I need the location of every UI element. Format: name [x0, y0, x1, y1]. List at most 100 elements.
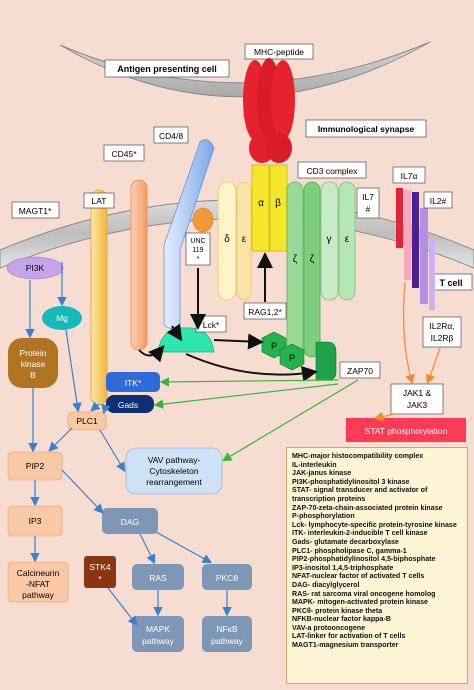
mapk-label-2: pathway: [142, 636, 174, 646]
epsilon-right-label: ε: [345, 234, 350, 245]
legend-entry: transcription proteins: [292, 494, 366, 503]
legend-entry: MAGT1-magnesium transporter: [292, 641, 399, 650]
arrow-gads-plc1: [101, 403, 111, 415]
lck-label: Lck*: [203, 320, 220, 330]
il2r-label-2: IL2Rβ: [431, 333, 454, 343]
pi3k-label: PI3K: [26, 263, 45, 273]
legend-entry: PLC1- phospholipase C, gamma-1: [292, 546, 407, 555]
zeta1-label: ζ: [293, 254, 298, 265]
il7-label-box: [356, 187, 380, 219]
mhc-label-box: [244, 43, 314, 60]
jak-label-2: JAK3: [407, 400, 428, 410]
cd3-zeta-chain-1: [286, 181, 304, 358]
cd45-receptor: [130, 179, 148, 351]
arrow-lck-p: [213, 333, 264, 350]
mg-node: [42, 306, 82, 330]
magt1-label: MAGT1*: [19, 206, 52, 216]
legend-entry: ZAP-70-zeta-chain-associated protein kin…: [292, 503, 443, 512]
legend-entry: NFKB-nuclear factor kappa-B: [292, 615, 391, 624]
legend-entry: ITK- interleukin-2-inducible T cell kina…: [292, 529, 428, 538]
cd3-epsilon-chain-left: [236, 181, 252, 301]
il2-receptor-lilac: [429, 240, 435, 310]
pkb-label-2: kinase: [21, 359, 46, 369]
mapk-box: [132, 616, 184, 652]
il7a-receptor: [412, 192, 419, 288]
apc-label: Antigen presenting cell: [117, 64, 217, 74]
legend-entry: VAV-a protooncogene: [292, 623, 366, 632]
calcineurin-label-1: Calcineurin: [17, 568, 60, 578]
arrow-zap70-vav: [221, 379, 359, 462]
arrow-lck-zap70: [185, 353, 318, 382]
arrow-lat-plc1: [90, 401, 101, 412]
arrow-dag-ras: [139, 533, 156, 565]
unc119-label-3: *: [197, 256, 200, 263]
p1-label: P: [271, 341, 277, 351]
apc-membrane: [59, 41, 431, 98]
tcell-label: T cell: [439, 278, 462, 288]
arrow-dag-pkc: [155, 531, 213, 564]
alpha-label: α: [258, 198, 264, 209]
plc1-box: [67, 411, 107, 431]
arrow-il7-jak: [402, 281, 415, 385]
il2-label-box: [423, 191, 453, 209]
pkb-label-3: B: [30, 370, 36, 380]
ip3-label: IP3: [29, 516, 42, 526]
lat-label: LAT: [92, 196, 107, 206]
lat-label-box: [83, 192, 115, 209]
legend-entry: JAK-janus kinase: [292, 469, 352, 478]
legend-entry: PI3K-phosphatidylinositol 3 kinase: [292, 477, 410, 486]
calcineurin-label-3: pathway: [22, 590, 54, 600]
phospho-hexagon-2: [279, 343, 305, 371]
cd3-label: CD3 complex: [306, 166, 358, 176]
il2-label: IL2#: [430, 196, 447, 206]
legend-entry: MAPK- mitogen-activated protein kinase: [292, 598, 428, 607]
mhc-label: MHC-peptide: [254, 47, 304, 57]
legend-entry: STAT- signal transducer and activator of: [292, 486, 428, 495]
legend-entry: MHC-major histocompatibility complex: [292, 452, 424, 460]
il7-receptor-red: [396, 188, 403, 248]
arrow-plc1-vav: [99, 429, 126, 473]
dag-label: DAG: [121, 517, 139, 527]
itk-label: ITK*: [125, 378, 142, 388]
il2-receptor-purple: [420, 208, 428, 304]
legend-entry: PKCθ- protein kinase theta: [292, 606, 383, 615]
cd45-label: CD45*: [111, 149, 137, 159]
rag-label-box: [243, 302, 287, 320]
delta-label: δ: [224, 234, 230, 245]
legend-entry: PIP2-phosphatidylinositol 4,5-biphosphat…: [292, 555, 436, 564]
stk4-label-2: *: [98, 574, 102, 584]
nfkb-box: [202, 616, 252, 652]
magt1-label-box: [11, 201, 60, 219]
nfkb-label-1: NFκB: [216, 624, 238, 634]
il7a-label-box: [392, 166, 426, 184]
arrow-jak-stat: [373, 411, 396, 422]
unc119-label-1: UNC: [190, 238, 205, 245]
cd3-gamma-chain: [320, 181, 339, 301]
lat-adaptor: [90, 189, 108, 406]
mg-label: Mg: [56, 313, 68, 323]
legend-entry: P-phosphorylation: [292, 512, 355, 521]
rag-label: RAG1,2*: [248, 307, 282, 317]
mhc-peptide-complex: [243, 58, 295, 163]
arrow-cd48-lck: [166, 323, 183, 342]
legend-entry: NFAT-nuclear factor of activated T cells: [292, 572, 425, 581]
vav-label-2: Cytoskeleton: [149, 466, 198, 476]
jak-label-1: JAK1 &: [403, 388, 432, 398]
gads-box: [106, 395, 154, 413]
il7-hash-label: #: [366, 204, 371, 214]
il7-receptor-pink: [404, 190, 411, 280]
legend-entry: Lck- lymphocyte-specific protein-tyrosin…: [292, 520, 457, 529]
stk4-box: [84, 556, 116, 588]
jak-box: [390, 383, 444, 415]
unc119-label-2: 119: [192, 247, 203, 254]
vav-box: [125, 447, 223, 495]
arrow-mg-plc1: [65, 329, 82, 413]
ras-box: [132, 564, 184, 590]
stk4-label-1: STK4: [89, 562, 111, 572]
arrow-pip2-dag: [61, 469, 104, 514]
stat-label: STAT phosphorylation: [365, 426, 448, 436]
il7a-label: IL7α: [401, 171, 418, 181]
pkc-label: PKCθ: [216, 573, 238, 583]
